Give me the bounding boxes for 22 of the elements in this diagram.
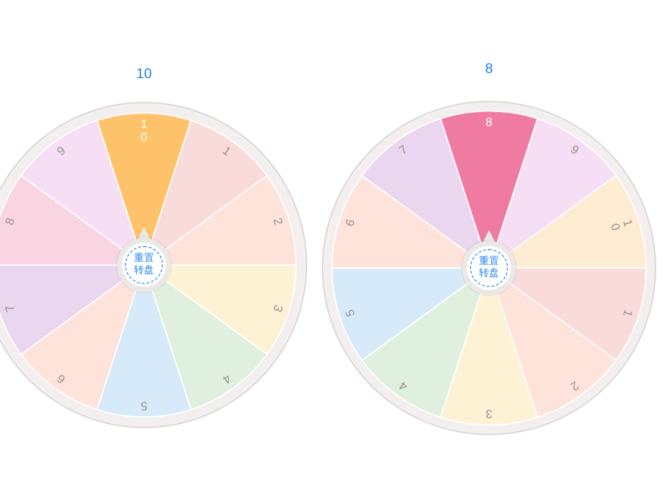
segment-number: 7 [2, 302, 18, 314]
segment-number: 8 [484, 116, 493, 129]
result-number: 10 [136, 65, 152, 81]
segment-number: 3 [270, 302, 286, 314]
segment-number: 10 [608, 217, 635, 233]
segment-number: 10 [140, 118, 148, 144]
segment-number: 4 [220, 371, 234, 386]
segment-number: 2 [270, 216, 286, 228]
segment-number: 1 [220, 144, 234, 159]
segment-number: 9 [54, 144, 68, 159]
segment-number: 6 [54, 371, 68, 386]
segment-number: 2 [567, 378, 582, 394]
segment-number: 5 [140, 399, 148, 412]
segment-number: 9 [567, 142, 582, 158]
segment-number: 5 [343, 307, 358, 319]
segment-number: 1 [620, 307, 635, 319]
segment-number: 4 [396, 378, 411, 394]
segment-number: 8 [2, 216, 18, 228]
segment-number: 3 [484, 407, 493, 420]
result-number: 8 [485, 60, 493, 76]
segment-number: 6 [343, 217, 358, 229]
segment-number: 7 [396, 142, 411, 158]
